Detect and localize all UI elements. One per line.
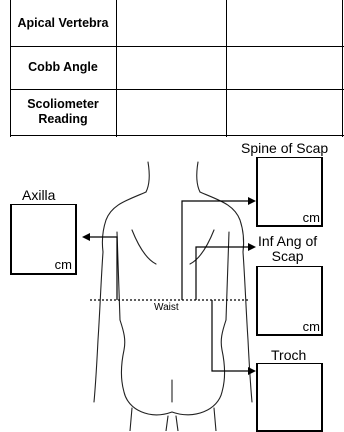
axilla-unit: cm [55, 258, 72, 271]
body-measurement-diagram: Axilla Spine of Scap Inf Ang of Scap Tro… [0, 140, 344, 431]
inf-ang-of-scap-measurement-box[interactable]: cm [256, 266, 323, 336]
table-row: Cobb Angle [10, 46, 344, 90]
row-label-cobb-angle: Cobb Angle [10, 46, 116, 89]
table-border [342, 0, 343, 137]
row-label-apical-vertebra: Apical Vertebra [10, 0, 116, 46]
spine-of-scap-measurement-box[interactable]: cm [256, 157, 323, 227]
inf-ang-of-scap-label-line1: Inf Ang of [258, 234, 317, 249]
spine-of-scap-label: Spine of Scap [241, 141, 328, 156]
spine-of-scap-unit: cm [303, 211, 320, 224]
table-row: Scoliometer Reading [10, 89, 344, 136]
table-divider [226, 0, 227, 137]
waist-label: Waist [154, 302, 179, 313]
axilla-label: Axilla [22, 188, 55, 203]
row-label-scoliometer-reading: Scoliometer Reading [10, 89, 116, 135]
inf-ang-of-scap-unit: cm [303, 320, 320, 333]
troch-label: Troch [271, 348, 306, 363]
inf-ang-of-scap-label: Inf Ang of Scap [258, 234, 317, 264]
inf-ang-of-scap-label-line2: Scap [258, 249, 317, 264]
troch-measurement-box[interactable] [256, 363, 323, 432]
axilla-measurement-box[interactable]: cm [10, 204, 77, 275]
table-border [10, 0, 11, 137]
measurement-table: Apical Vertebra Cobb Angle Scoliometer R… [10, 0, 344, 137]
table-divider [116, 0, 117, 137]
table-row: Apical Vertebra [10, 0, 344, 47]
